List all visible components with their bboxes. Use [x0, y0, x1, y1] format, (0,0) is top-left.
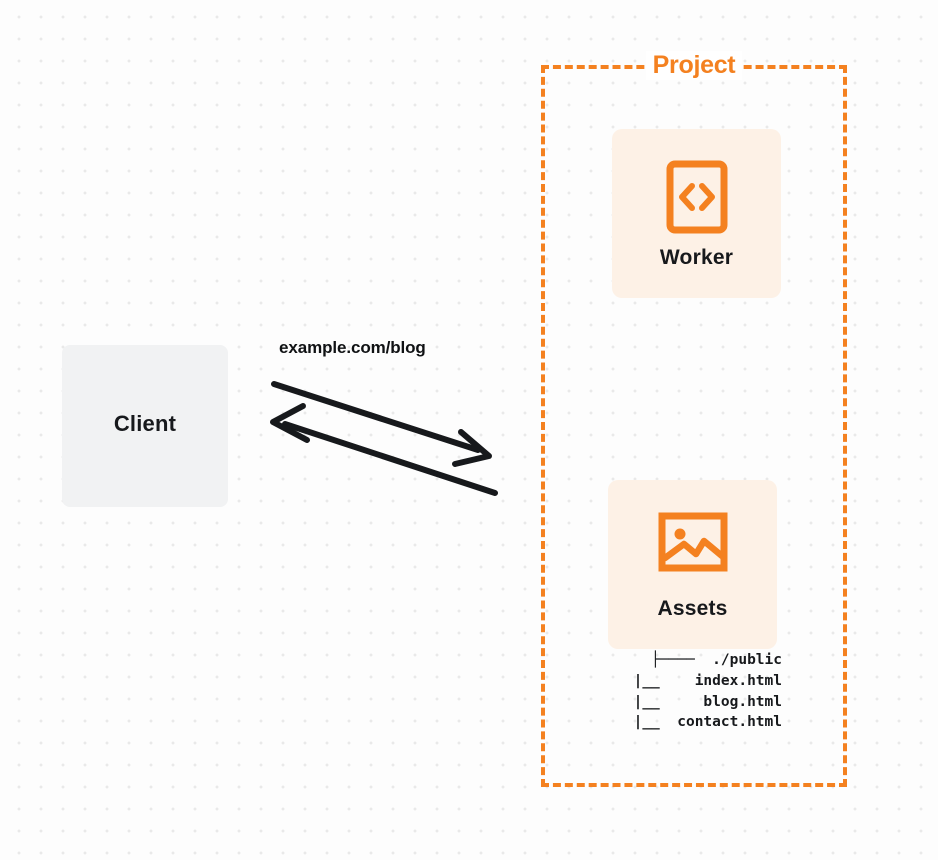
- file-tree-line: |__ contact.html: [616, 714, 782, 731]
- arrow-right-icon: [271, 381, 492, 467]
- client-node[interactable]: Client: [62, 345, 228, 507]
- worker-node[interactable]: Worker: [612, 129, 781, 298]
- file-tree-line: |__ blog.html: [616, 693, 782, 710]
- assets-label: Assets: [657, 597, 728, 620]
- file-tree-line: |__ index.html: [616, 672, 782, 689]
- worker-label: Worker: [659, 246, 734, 269]
- client-label: Client: [113, 411, 177, 436]
- code-brackets-icon: [612, 160, 781, 234]
- image-icon: [608, 511, 777, 573]
- arrow-left-icon: [270, 403, 498, 496]
- assets-file-tree: ├──── ./public |__ index.html |__ blog.h…: [512, 650, 782, 733]
- project-title: Project: [541, 51, 847, 80]
- request-url-label: example.com/blog: [279, 338, 426, 357]
- project-title-text: Project: [645, 51, 743, 80]
- file-tree-line: ├──── ./public: [651, 652, 782, 668]
- assets-node[interactable]: Assets: [608, 480, 777, 649]
